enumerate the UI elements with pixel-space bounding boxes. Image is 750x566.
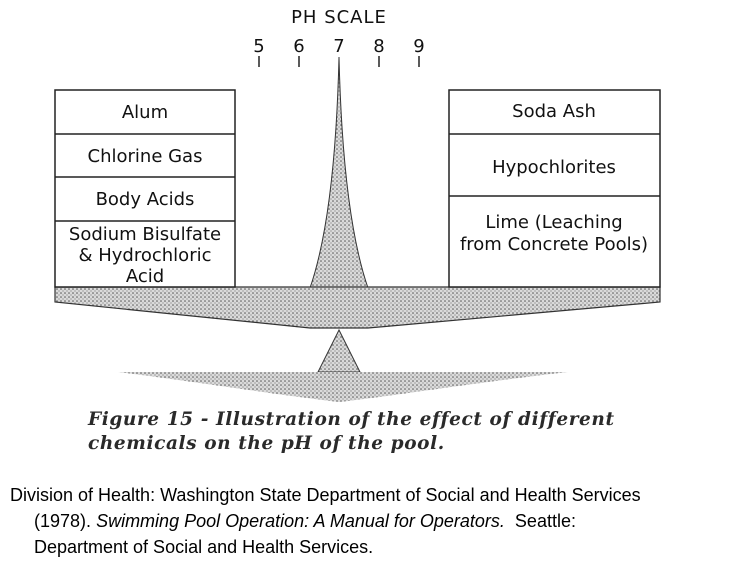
ph-tick-label: 6: [293, 36, 304, 57]
text-line: Acid: [126, 266, 164, 287]
text-line: from Concrete Pools): [460, 234, 648, 255]
citation-publisher: Department of Social and Health Services…: [34, 537, 374, 557]
ph-tick-label: 7: [333, 36, 344, 57]
ph-scale-title: PH SCALE: [291, 7, 387, 28]
ph-tick-label: 5: [253, 36, 264, 57]
citation: Division of Health: Washington State Dep…: [10, 482, 745, 560]
balance-needle: [309, 56, 369, 289]
text-line: Sodium Bisulfate: [69, 224, 221, 245]
right-item-soda-ash: Soda Ash: [512, 101, 596, 122]
citation-line-1: Division of Health: Washington State Dep…: [10, 485, 641, 505]
text-line: Lime (Leaching: [485, 212, 622, 233]
balance-fulcrum: [317, 328, 361, 373]
ph-scale-ticks: 5 6 7 8 9: [253, 36, 425, 67]
citation-year: (1978).: [34, 511, 92, 531]
citation-line-2: (1978). Swimming Pool Operation: A Manua…: [10, 508, 745, 534]
balance-base: [118, 372, 568, 402]
left-item-chlorine-gas: Chlorine Gas: [88, 146, 203, 167]
text-line: & Hydrochloric: [78, 245, 211, 266]
balance-diagram: PH SCALE 5 6 7 8 9 Alum Chlorine Gas Bod…: [54, 7, 661, 402]
left-acid-column: Alum Chlorine Gas Body Acids Sodium Bisu…: [54, 89, 236, 288]
citation-place: Seattle:: [514, 511, 576, 531]
right-item-hypochlorites: Hypochlorites: [492, 157, 616, 178]
ph-tick-label: 9: [413, 36, 424, 57]
balance-beam: [54, 286, 661, 329]
figure-caption: Figure 15 - Illustration of the effect o…: [88, 409, 615, 454]
citation-book-title: Swimming Pool Operation: A Manual for Op…: [96, 511, 505, 531]
ph-tick-label: 8: [373, 36, 384, 57]
left-item-body-acids: Body Acids: [96, 189, 195, 210]
left-item-alum: Alum: [122, 102, 168, 123]
